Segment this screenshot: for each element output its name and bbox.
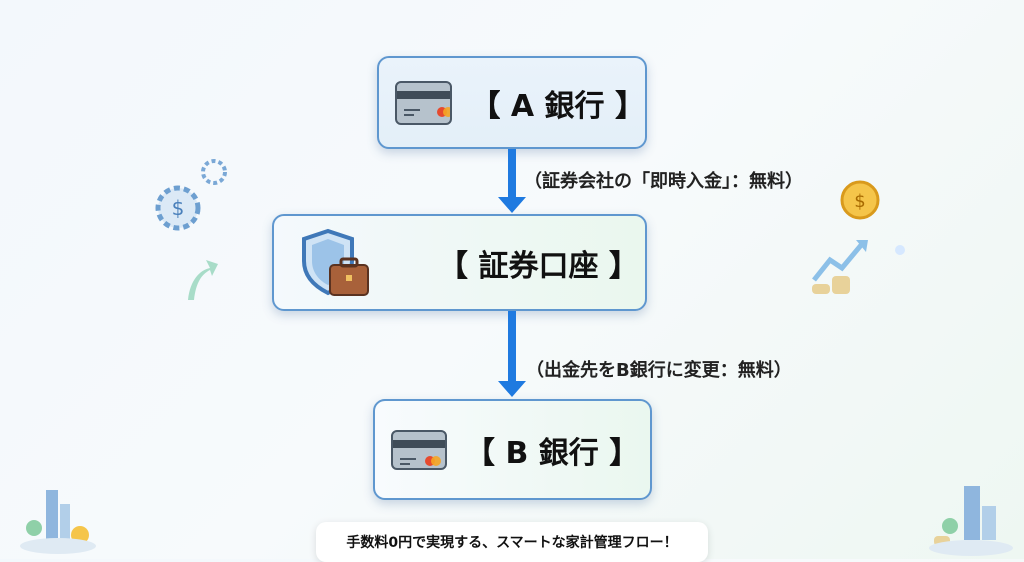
- svg-text:$: $: [854, 191, 865, 212]
- credit-card-icon: [391, 429, 447, 470]
- arrow-securities-to-b: [498, 311, 526, 397]
- node-securities: 【 証券口座 】: [272, 214, 647, 311]
- node-label: 【 A 銀行 】: [470, 88, 645, 124]
- edge-label: （証券会社の「即時入金」：無料）: [524, 171, 803, 192]
- node-a-bank: 【 A 銀行 】: [377, 56, 647, 149]
- footer-caption: 手数料0円で実現する、スマートな家計管理フロー！: [316, 522, 708, 562]
- svg-text:$: $: [172, 196, 185, 220]
- gears-dollar-icon: $: [155, 159, 227, 300]
- node-label: 【 証券口座 】: [438, 248, 639, 284]
- arrow-a-to-securities: [498, 149, 526, 213]
- coins-growth-icon: $: [812, 180, 905, 294]
- shield-briefcase-icon: [302, 228, 369, 296]
- credit-card-icon: [395, 80, 453, 125]
- node-label: 【 B 銀行 】: [465, 435, 640, 471]
- city-trees-icon: [929, 486, 1013, 556]
- city-coins-icon: [20, 490, 96, 554]
- node-b-bank: 【 B 銀行 】: [373, 399, 652, 500]
- edge-label: （出金先をB銀行に変更：無料）: [526, 360, 792, 381]
